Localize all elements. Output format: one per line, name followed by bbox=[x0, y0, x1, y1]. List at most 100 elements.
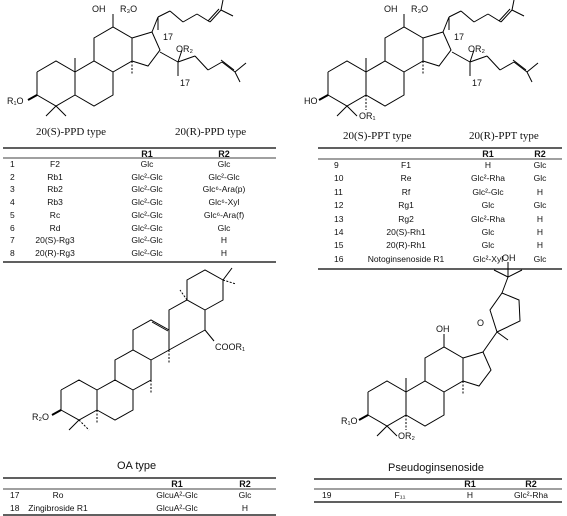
oa-coor-label: COOR₁ bbox=[215, 342, 246, 352]
ppt-row-8-compound: Notoginsenoside R1 bbox=[367, 253, 445, 264]
pseudo-row-1-number: 19 bbox=[322, 490, 332, 500]
ppt-row-8-number: 16 bbox=[334, 253, 344, 264]
ppd-row-1-r1: Glc bbox=[140, 159, 154, 169]
pseudo-oh-label: OH bbox=[436, 324, 450, 334]
ppt-row-5-number: 13 bbox=[334, 213, 344, 224]
oa-row-1-r2: Glc bbox=[238, 490, 252, 500]
oa-r2o-label: R₂O bbox=[32, 412, 49, 422]
ppd-row-5-r1: Glc²-Glc bbox=[131, 209, 163, 220]
ppd-c17-label: 17 bbox=[163, 32, 174, 42]
ppd-header-r1: R1 bbox=[141, 149, 153, 159]
ppt-row-2-compound: Re bbox=[400, 173, 412, 184]
ppt-row-4-r1: Glc bbox=[481, 200, 495, 211]
ppd-row-1-compound: F2 bbox=[50, 159, 60, 169]
ppd-row-2-r1: Glc²-Glc bbox=[131, 171, 163, 182]
ppt-row-5-r1: Glc²-Rha bbox=[470, 213, 506, 224]
ppd-row-2-number: 2 bbox=[10, 171, 15, 182]
ppt-row-1-r1: H bbox=[484, 160, 492, 170]
ppt-r3o-label: R₃O bbox=[411, 4, 429, 14]
ppd-row-8-r1: Glc²-Glc bbox=[131, 247, 163, 258]
ppt-ho-label: HO bbox=[304, 96, 318, 106]
ppt-row-2-r1: Glc²-Rha bbox=[470, 173, 506, 184]
pseudo-row-1-r1: H bbox=[466, 490, 474, 500]
oa-row-1-compound: Ro bbox=[52, 490, 64, 500]
ppt-header-r1: R1 bbox=[482, 149, 494, 159]
oa-row-2-compound: Zingibroside R1 bbox=[28, 502, 88, 513]
ppt-row-7-r2: H bbox=[536, 240, 544, 251]
pseudo-or2-label: OR₂ bbox=[398, 431, 415, 441]
oa-header-r2: R2 bbox=[239, 479, 251, 489]
ppt-r-sidechain bbox=[451, 49, 539, 83]
ppt-row-1-number: 9 bbox=[334, 160, 339, 170]
ppt-c17b-label: 17 bbox=[472, 78, 483, 88]
ppd-row-8-number: 8 bbox=[10, 247, 15, 258]
ppt-row-7-compound: 20(R)-Rh1 bbox=[386, 240, 426, 251]
ppd-row-4-compound: Rb3 bbox=[47, 197, 63, 208]
ppt-oh-label: OH bbox=[384, 4, 398, 14]
pseudo-header-r1: R1 bbox=[464, 479, 476, 489]
pseudo-header-r2: R2 bbox=[525, 479, 537, 489]
ppt-row-8-r2: Glc bbox=[533, 253, 547, 264]
ppt-row-4-number: 12 bbox=[334, 200, 344, 211]
ppt-row-6-r1: Glc bbox=[481, 227, 495, 237]
ppd-row-6-number: 6 bbox=[10, 222, 15, 233]
table-rules bbox=[3, 147, 562, 516]
ppd-row-4-r1: Glc²-Glc bbox=[131, 197, 163, 208]
ppt-row-7-number: 15 bbox=[334, 240, 344, 251]
ppt-or1-label: OR₁ bbox=[359, 111, 376, 121]
ppt-row-3-r2: H bbox=[536, 186, 544, 197]
ppt-row-6-number: 14 bbox=[334, 227, 344, 237]
ppt-row-1-r2: Glc bbox=[533, 160, 547, 170]
pseudo-row-1-r2: Glc²-Rha bbox=[513, 490, 549, 500]
ppt-c17-label: 17 bbox=[454, 32, 465, 42]
ppt-r-caption: 20(R)-PPT type bbox=[469, 130, 539, 142]
ppd-r-caption: 20(R)-PPD type bbox=[175, 126, 247, 138]
ppt-or2-label: OR₂ bbox=[468, 44, 485, 54]
ppd-s-structure bbox=[27, 0, 234, 117]
ppd-s-caption: 20(S)-PPD type bbox=[36, 126, 106, 138]
oa-row-2-r1: GlcuA²-Glc bbox=[156, 502, 198, 513]
ppd-c17b-label: 17 bbox=[180, 78, 191, 88]
ppt-row-3-number: 11 bbox=[334, 186, 343, 197]
ppt-row-6-r2: H bbox=[536, 227, 544, 237]
ppt-s-structure bbox=[318, 0, 525, 117]
ppt-row-5-compound: Rg2 bbox=[398, 213, 414, 224]
ppd-row-1-r2: Glc bbox=[217, 159, 231, 169]
ppd-row-7-number: 7 bbox=[10, 235, 15, 246]
oa-row-1-number: 17 bbox=[10, 490, 20, 500]
ppt-row-3-r1: Glc²-Glc bbox=[472, 186, 504, 197]
ppd-row-2-r2: Glc²-Glc bbox=[208, 171, 240, 182]
ppt-row-4-compound: Rg1 bbox=[398, 200, 414, 211]
pseudo-oh-top-label: OH bbox=[502, 253, 516, 263]
ppd-row-3-r1: Glc²-Glc bbox=[131, 184, 163, 195]
ppd-row-7-r1: Glc²-Glc bbox=[131, 235, 163, 246]
oa-caption: OA type bbox=[117, 460, 157, 472]
ppt-s-caption: 20(S)-PPT type bbox=[343, 130, 412, 142]
ppd-oh-label: OH bbox=[92, 4, 106, 14]
ppt-row-2-number: 10 bbox=[334, 173, 344, 184]
ppt-row-3-compound: Rf bbox=[401, 186, 411, 197]
ppd-row-6-r2: Glc bbox=[217, 222, 231, 233]
ppt-row-6-compound: 20(S)-Rh1 bbox=[386, 227, 426, 237]
ppd-row-7-r2: H bbox=[220, 235, 228, 246]
pseudo-caption: Pseudoginsenoside bbox=[388, 462, 485, 474]
ppd-row-4-r2: Glc⁶-Xyl bbox=[208, 197, 240, 208]
ppd-or2-label: OR₂ bbox=[176, 44, 193, 54]
ppd-row-6-compound: Rd bbox=[49, 222, 61, 233]
oa-structure bbox=[51, 267, 237, 431]
oa-row-2-number: 18 bbox=[10, 502, 20, 513]
ppd-row-3-compound: Rb2 bbox=[47, 184, 63, 195]
ppd-row-1-number: 1 bbox=[10, 159, 15, 169]
pseudo-structure bbox=[358, 262, 523, 437]
ppd-row-5-compound: Rc bbox=[49, 209, 61, 220]
ppt-row-2-r2: Glc bbox=[533, 173, 547, 184]
oa-header-r1: R1 bbox=[171, 479, 183, 489]
ppd-header-r2: R2 bbox=[218, 149, 230, 159]
ppd-r-sidechain bbox=[159, 49, 247, 83]
pseudo-r1o-label: R₁O bbox=[341, 416, 358, 426]
ppt-row-7-r1: Glc bbox=[481, 240, 495, 251]
ppt-row-1-compound: F1 bbox=[401, 160, 411, 170]
pseudo-o-label: O bbox=[477, 318, 485, 328]
ppd-row-2-compound: Rb1 bbox=[47, 171, 63, 182]
